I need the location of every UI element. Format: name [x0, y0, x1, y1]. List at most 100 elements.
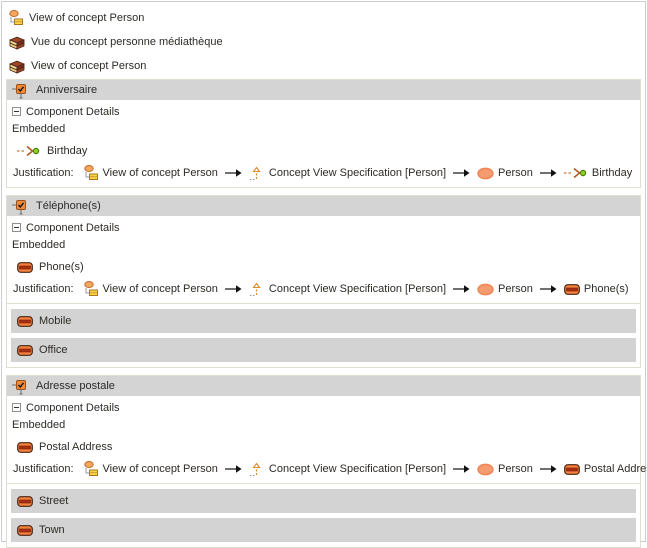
arrow-right-icon: [453, 464, 470, 474]
justification-step: Postal Address: [563, 463, 647, 475]
justification-step: View of concept Person: [83, 281, 218, 297]
step-label: Concept View Specification [Person]: [268, 463, 447, 475]
item-row-street[interactable]: Street: [11, 489, 636, 513]
section-telephones: Téléphone(s) Component Details Embedded: [6, 195, 641, 368]
attribute-box-icon: [17, 315, 33, 327]
justification-step: Birthday: [563, 167, 633, 179]
justification-step: Concept View Specification [Person]: [249, 461, 446, 477]
step-label: View of concept Person: [102, 167, 218, 179]
attribute-box-icon: [17, 441, 33, 453]
arrow-right-icon: [539, 464, 557, 474]
component-details-label: Component Details: [26, 105, 120, 118]
property-row: Postal Address: [17, 437, 636, 457]
step-label: Person: [498, 283, 533, 295]
section-header[interactable]: Anniversaire: [7, 80, 640, 100]
justification-step: Concept View Specification [Person]: [249, 165, 446, 181]
attribute-box-icon: [17, 524, 33, 536]
datatype-arrow-icon: [17, 145, 41, 157]
section-body: Component Details Embedded Postal Addres…: [7, 396, 647, 484]
top-item-label: Vue du concept personne médiathèque: [31, 36, 223, 48]
component-check-icon: [12, 198, 29, 215]
section-body: Component Details Embedded Phone(s) Just…: [7, 216, 640, 304]
justification-row: Justification: View of concept Person: [13, 162, 636, 184]
arrow-right-icon: [539, 168, 557, 178]
justification-step: View of concept Person: [83, 165, 218, 181]
justification-label: Justification:: [13, 283, 74, 295]
step-label: Concept View Specification [Person]: [268, 167, 447, 179]
component-check-icon: [12, 82, 29, 99]
item-label: Town: [39, 524, 65, 536]
section-body: Component Details Embedded Birthday Just…: [7, 100, 640, 187]
item-label: Mobile: [39, 315, 72, 327]
top-item-view-of-concept: View of concept Person: [2, 6, 645, 30]
component-check-icon: [12, 378, 29, 395]
justification-row: Justification: View of concept Person: [13, 278, 636, 300]
person-ellipse-icon: [477, 167, 494, 180]
section-adresse-postale: Adresse postale Component Details Embedd…: [6, 375, 647, 548]
step-label: Person: [498, 167, 533, 179]
justification-row: Justification: View of concept Person: [13, 458, 647, 480]
top-item-vue-du-concept: Vue du concept personne médiathèque: [2, 30, 645, 54]
arrow-right-icon: [453, 168, 470, 178]
arrow-right-icon: [224, 284, 242, 294]
concept-view-spec-icon: [249, 281, 265, 297]
concept-view-icon: [8, 10, 24, 26]
section-header[interactable]: Téléphone(s): [7, 196, 640, 216]
section-title: Adresse postale: [36, 380, 115, 392]
section-title: Téléphone(s): [36, 200, 101, 212]
property-label: Phone(s): [39, 261, 84, 273]
attribute-box-icon: [563, 463, 580, 475]
justification-step: Concept View Specification [Person]: [249, 281, 446, 297]
attribute-box-icon: [17, 261, 33, 273]
top-item-view-of-concept-2: View of concept Person: [2, 54, 645, 78]
property-label: Birthday: [47, 145, 88, 157]
embedded-label: Embedded: [12, 417, 636, 432]
step-label: Birthday: [591, 167, 633, 179]
component-details-label: Component Details: [26, 401, 120, 414]
person-ellipse-icon: [477, 463, 494, 476]
arrow-right-icon: [224, 168, 242, 178]
top-item-label: View of concept Person: [29, 12, 145, 24]
item-row-office[interactable]: Office: [11, 338, 636, 362]
component-details-row: Component Details: [12, 220, 636, 235]
section-header[interactable]: Adresse postale: [7, 376, 640, 396]
person-ellipse-icon: [477, 283, 494, 296]
item-row-town[interactable]: Town: [11, 518, 636, 542]
step-label: Concept View Specification [Person]: [268, 283, 447, 295]
justification-step: Person: [477, 167, 533, 180]
justification-step: Person: [477, 283, 533, 296]
step-label: View of concept Person: [102, 463, 218, 475]
component-details-label: Component Details: [26, 221, 120, 234]
embedded-label: Embedded: [12, 237, 636, 252]
step-label: Postal Address: [583, 463, 647, 475]
media-library-icon: [8, 58, 26, 75]
concept-view-icon: [83, 165, 99, 181]
item-row-mobile[interactable]: Mobile: [11, 309, 636, 333]
media-library-icon: [8, 34, 26, 51]
section-title: Anniversaire: [36, 84, 98, 96]
justification-label: Justification:: [13, 463, 74, 475]
embedded-text: Embedded: [12, 418, 66, 431]
component-details-row: Component Details: [12, 400, 636, 415]
justification-step: Person: [477, 463, 533, 476]
top-item-label: View of concept Person: [31, 60, 147, 72]
embedded-label: Embedded: [12, 121, 636, 136]
embedded-text: Embedded: [12, 122, 66, 135]
concept-view-spec-icon: [249, 461, 265, 477]
collapse-minus-icon[interactable]: [12, 107, 21, 116]
step-label: View of concept Person: [102, 283, 218, 295]
justification-label: Justification:: [13, 167, 74, 179]
collapse-minus-icon[interactable]: [12, 403, 21, 412]
concept-view-icon: [83, 281, 99, 297]
embedded-text: Embedded: [12, 238, 66, 251]
attribute-box-icon: [17, 495, 33, 507]
property-row: Birthday: [17, 141, 636, 161]
attribute-box-icon: [17, 344, 33, 356]
section-anniversaire: Anniversaire Component Details Embedded: [6, 79, 641, 188]
concept-view-spec-icon: [249, 165, 265, 181]
concept-view-icon: [83, 461, 99, 477]
attribute-box-icon: [563, 283, 580, 295]
step-label: Phone(s): [583, 283, 629, 295]
collapse-minus-icon[interactable]: [12, 223, 21, 232]
